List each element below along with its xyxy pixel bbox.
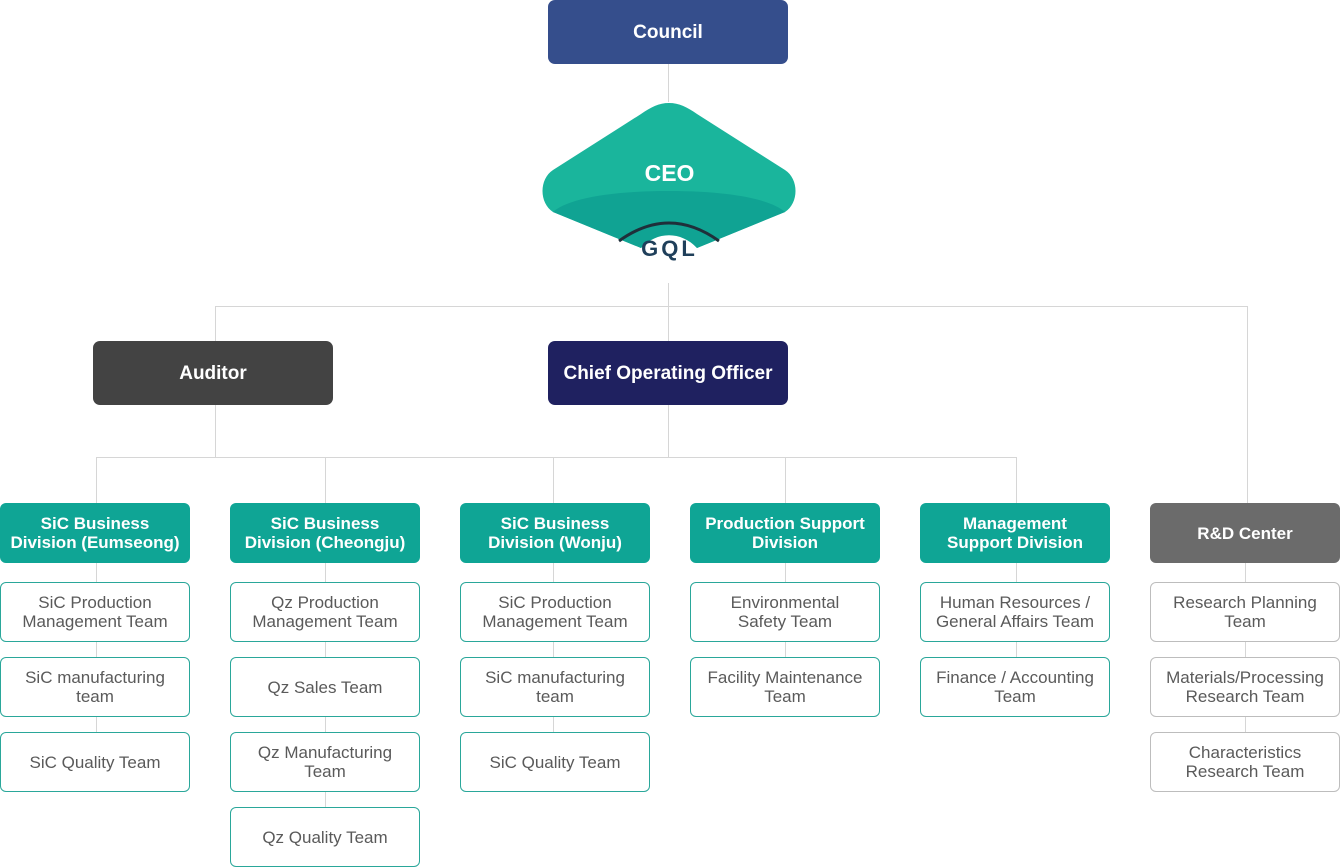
council-label: Council [633,21,703,43]
team-label: Environmental Safety Team [730,593,840,631]
team-label: Facility Maintenance Team [707,668,863,706]
connector-col-1 [96,562,97,734]
team-label: SiC Production Management Team [22,593,168,631]
team-box: Human Resources / General Affairs Team [920,582,1110,642]
ceo-label: CEO [645,160,695,186]
team-label: Qz Sales Team [267,677,383,697]
connector-ceo-down [668,283,669,342]
connector-auditor-down [215,405,216,457]
connector-to-rd [1247,306,1248,504]
team-label: SiC manufacturing team [485,668,625,706]
team-label: SiC Quality Team [489,752,621,772]
team-box: Materials/Processing Research Team [1150,657,1340,717]
team-box: SiC Production Management Team [460,582,650,642]
team-box: Research Planning Team [1150,582,1340,642]
connector-col-6 [1245,562,1246,734]
division-production-support: Production Support Division [690,503,880,563]
division-eumseong: SiC Business Division (Eumseong) [0,503,190,563]
team-box: Qz Sales Team [230,657,420,717]
auditor-label: Auditor [179,362,247,384]
connector-to-auditor [215,306,216,342]
team-box: Qz Production Management Team [230,582,420,642]
team-box: SiC Quality Team [0,732,190,792]
division-label: R&D Center [1197,523,1293,543]
team-label: Research Planning Team [1173,593,1317,631]
team-box: SiC Quality Team [460,732,650,792]
division-label: SiC Business Division (Eumseong) [10,514,180,552]
team-label: Human Resources / General Affairs Team [935,593,1095,631]
ceo-shape: CEO GQL [542,103,796,261]
team-box: Environmental Safety Team [690,582,880,642]
connector-div-3 [553,457,554,504]
connector-div-4 [785,457,786,504]
team-box: Qz Quality Team [230,807,420,867]
team-label: Qz Quality Team [262,827,388,847]
division-cheongju: SiC Business Division (Cheongju) [230,503,420,563]
team-label: Qz Manufacturing Team [257,743,393,781]
division-label: SiC Business Division (Wonju) [488,514,622,552]
team-box: SiC Production Management Team [0,582,190,642]
connector-council-ceo [668,64,669,102]
council-node: Council [548,0,788,64]
division-label: Production Support Division [705,514,865,552]
team-box: SiC manufacturing team [460,657,650,717]
ceo-node: CEO GQL [541,101,798,263]
division-wonju: SiC Business Division (Wonju) [460,503,650,563]
team-label: SiC Production Management Team [482,593,628,631]
team-box: Finance / Accounting Team [920,657,1110,717]
team-label: SiC manufacturing team [25,668,165,706]
connector-div-2 [325,457,326,504]
team-label: Characteristics Research Team [1185,743,1305,781]
connector-top-horizontal [215,306,1248,307]
connector-div-1 [96,457,97,504]
division-label: SiC Business Division (Cheongju) [244,514,406,552]
team-label: Finance / Accounting Team [936,668,1094,706]
team-label: SiC Quality Team [29,752,161,772]
connector-coo-down [668,405,669,457]
team-box: Qz Manufacturing Team [230,732,420,792]
team-label: Qz Production Management Team [252,593,398,631]
coo-node: Chief Operating Officer [548,341,788,405]
connector-division-horizontal [96,457,1017,458]
auditor-node: Auditor [93,341,333,405]
gql-logo: GQL [641,236,698,261]
team-box: Facility Maintenance Team [690,657,880,717]
connector-div-5 [1016,457,1017,504]
team-label: Materials/Processing Research Team [1166,668,1324,706]
division-label: Management Support Division [947,514,1083,552]
division-management-support: Management Support Division [920,503,1110,563]
coo-label: Chief Operating Officer [563,362,773,384]
division-rd-center: R&D Center [1150,503,1340,563]
team-box: SiC manufacturing team [0,657,190,717]
team-box: Characteristics Research Team [1150,732,1340,792]
connector-col-3 [553,562,554,734]
